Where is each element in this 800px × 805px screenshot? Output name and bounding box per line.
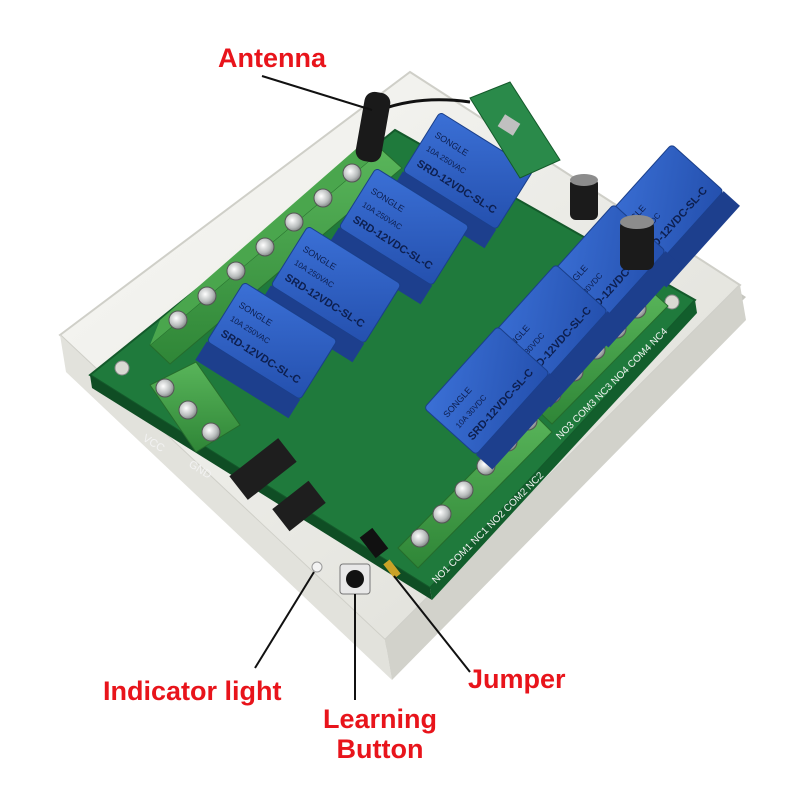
screw-icon bbox=[155, 378, 175, 398]
antenna-coil-icon bbox=[355, 91, 391, 163]
ic-chip bbox=[229, 438, 297, 500]
antenna bbox=[355, 91, 471, 163]
learning-button-label-line1: Learning bbox=[323, 704, 438, 734]
jumper-leader bbox=[393, 575, 471, 673]
antenna-label: Antenna bbox=[218, 43, 326, 73]
learning-button-label-line2: Button bbox=[336, 733, 424, 764]
mount-hole-icon bbox=[114, 360, 130, 376]
relay-group: SONGLE SRD-12VDC-SL-C 10A 250VAC SONGLE … bbox=[195, 113, 740, 470]
learning-button[interactable] bbox=[339, 563, 371, 595]
indicator-light-label: Indicator light bbox=[103, 676, 282, 706]
screw-icon bbox=[255, 237, 275, 257]
terminal-strip-left bbox=[149, 135, 403, 365]
jumper-label: Jumper bbox=[468, 664, 566, 694]
screw-icon bbox=[342, 163, 362, 183]
screw-icon bbox=[168, 310, 188, 330]
indicator-leader bbox=[254, 571, 315, 669]
jumper[interactable] bbox=[359, 527, 401, 579]
screw-icon bbox=[178, 400, 198, 420]
screw-icon bbox=[201, 422, 221, 442]
push-button-icon bbox=[346, 570, 364, 588]
capacitor bbox=[570, 174, 598, 220]
capacitor bbox=[620, 215, 654, 270]
screw-icon bbox=[284, 212, 304, 232]
mount-hole-icon bbox=[664, 294, 680, 310]
relay: SONGLE SRD-12VDC-SL-C 10A 30VDC bbox=[425, 327, 566, 470]
screw-icon bbox=[410, 528, 430, 548]
jumper-pins-icon bbox=[383, 559, 401, 579]
leader-lines bbox=[254, 75, 471, 700]
rf-module bbox=[469, 81, 561, 179]
screw-icon bbox=[454, 480, 474, 500]
learning-button-label: Learning Button bbox=[323, 704, 438, 764]
screw-icon bbox=[197, 286, 217, 306]
screw-icon bbox=[313, 188, 333, 208]
antenna-leader bbox=[261, 75, 373, 111]
screw-icon bbox=[432, 504, 452, 524]
ic-chip bbox=[272, 480, 326, 532]
relay: SONGLE SRD-12VDC-SL-C 10A 250VAC bbox=[195, 283, 337, 419]
screw-icon bbox=[226, 261, 246, 281]
relay: SONGLE SRD-12VDC-SL-C 10A 250VAC bbox=[327, 169, 469, 305]
indicator-led-icon bbox=[311, 561, 323, 573]
